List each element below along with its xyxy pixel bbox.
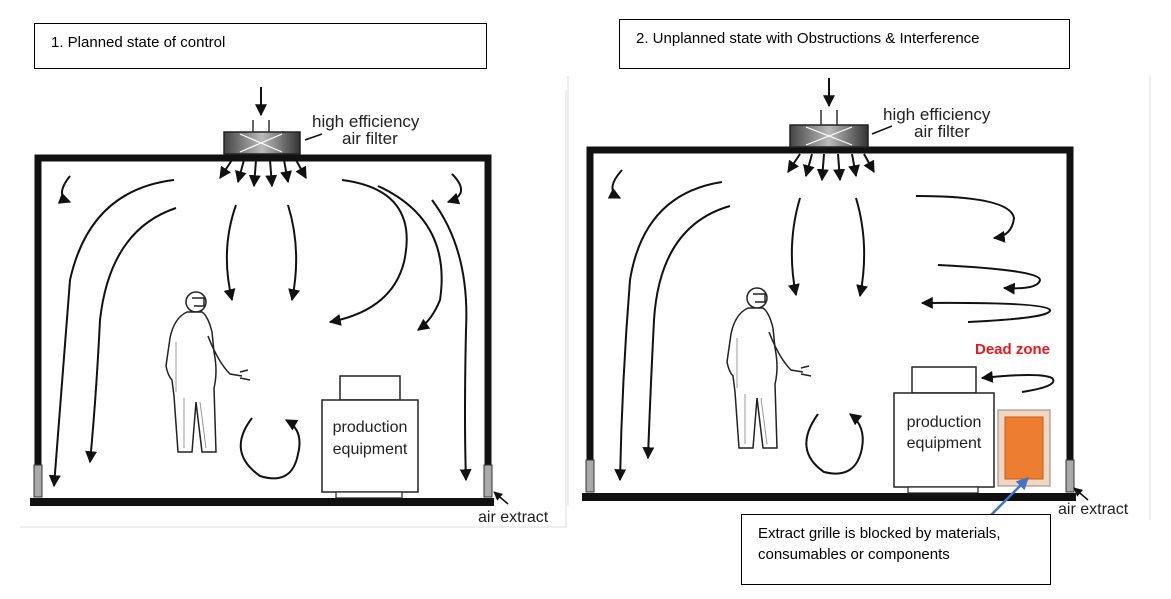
panel1-equipment-label-1: production [333, 419, 408, 436]
panel1-grille-right [483, 464, 493, 498]
panel1-room [20, 90, 567, 528]
blocked-grille-note: Extract grille is blocked by materials, … [741, 514, 1051, 585]
panel2-grille-left [585, 459, 595, 493]
panel1-operator [165, 291, 251, 453]
panel1-caption: 1. Planned state of control [34, 23, 487, 69]
panel1-airflow-arrows [48, 159, 472, 488]
panel2-room [567, 76, 1151, 520]
panel2-operator [726, 287, 812, 449]
panel1-filter-label-2: air filter [342, 129, 398, 148]
panel1-production-equipment [321, 375, 419, 499]
panel1-grille-left [33, 464, 43, 498]
panel2-production-equipment [893, 366, 995, 494]
panel1-filter-label-1: high efficiency [312, 112, 420, 131]
panel2-extract-label: air extract [1058, 501, 1129, 518]
panel2-equipment-label-1: production [907, 414, 982, 431]
panel2-equipment-label-2: equipment [907, 435, 982, 452]
panel2-filter-label-1: high efficiency [883, 105, 991, 124]
panel1-air-filter [223, 87, 323, 155]
panel1-equipment-label-2: equipment [333, 441, 408, 458]
panel2-air-filter [789, 78, 893, 148]
blocked-pointer-arrow [989, 477, 1029, 517]
panel1-extract-label: air extract [478, 509, 549, 526]
panel2-grille-right [1065, 459, 1075, 493]
dead-zone-label: Dead zone [975, 341, 1050, 358]
panel2-caption: 2. Unplanned state with Obstructions & I… [619, 19, 1070, 69]
panel2-filter-label-2: air filter [914, 122, 970, 141]
panel2-blocking-material [997, 409, 1051, 487]
panel2-airflow-arrows [607, 153, 1055, 482]
